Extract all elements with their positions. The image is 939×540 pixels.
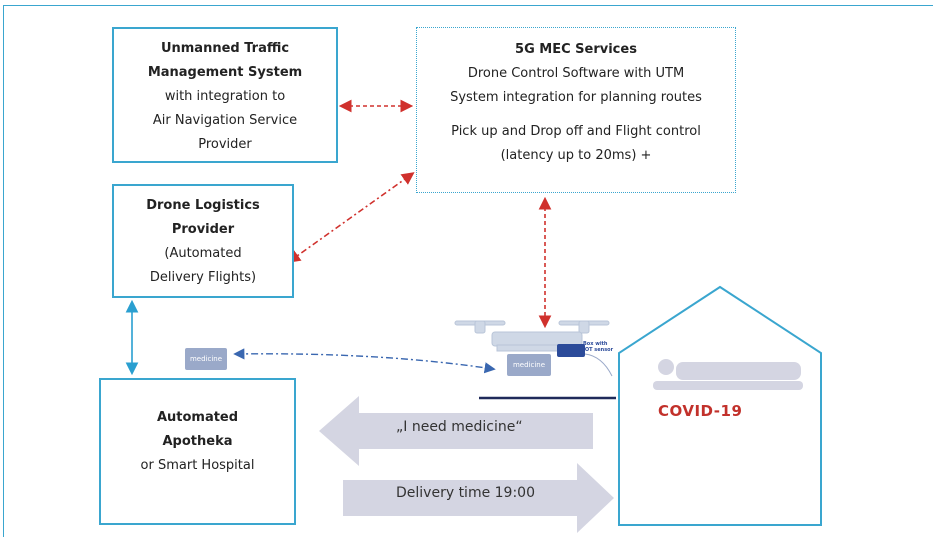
medicine-package-right: medicine: [507, 354, 551, 376]
mec-line-4: Pick up and Drop off and Flight control: [451, 124, 701, 139]
utm-line-5: Provider: [198, 137, 252, 152]
iot-box-label: Box with IOT sensor: [583, 341, 613, 353]
dlp-box: Drone Logistics Provider (Automated Deli…: [112, 184, 294, 298]
utm-title-2: Management System: [147, 65, 303, 80]
apotheka-box: Automated Apotheka or Smart Hospital: [99, 378, 296, 525]
mec-line-2: Drone Control Software with UTM: [467, 66, 685, 81]
need-medicine-label: „I need medicine“: [396, 419, 523, 435]
dlp-title-1: Drone Logistics: [146, 198, 260, 213]
diagram-frame: [3, 5, 933, 537]
utm-line-3: with integration to: [164, 89, 286, 104]
apotheka-title-2: Apotheka: [162, 434, 233, 449]
apotheka-line-3: or Smart Hospital: [140, 458, 255, 473]
drone-graphic: [454, 320, 610, 352]
medicine-path: [233, 348, 496, 374]
covid-label: COVID-19: [658, 402, 743, 420]
dlp-line-3: (Automated: [164, 246, 242, 261]
dlp-title-2: Provider: [171, 222, 235, 237]
iot-label-1: Box with: [583, 341, 608, 347]
utm-box: Unmanned Traffic Management System with …: [112, 27, 338, 163]
house-graphic: [618, 285, 822, 526]
mec-line-3: System integration for planning routes: [450, 90, 702, 105]
mec-line-5: (latency up to 20ms) +: [500, 148, 652, 163]
dlp-line-4: Delivery Flights): [149, 270, 257, 285]
mec-title: 5G MEC Services: [515, 42, 637, 57]
delivery-arrow: [343, 463, 614, 533]
delivery-time-label: Delivery time 19:00: [396, 485, 535, 501]
need-medicine-arrow: [319, 396, 593, 466]
apotheka-title-1: Automated: [156, 410, 239, 425]
dlp-mec-link: [287, 172, 415, 263]
utm-title-1: Unmanned Traffic: [160, 41, 290, 56]
utm-line-4: Air Navigation Service: [152, 113, 298, 128]
iot-box-icon: [557, 344, 585, 357]
iot-label-2: IOT sensor: [583, 347, 614, 353]
iot-cable: [584, 353, 613, 377]
patient-icon: [653, 359, 803, 390]
mec-box: 5G MEC Services Drone Control Software w…: [416, 27, 736, 193]
medicine-package-left: medicine: [185, 348, 227, 370]
